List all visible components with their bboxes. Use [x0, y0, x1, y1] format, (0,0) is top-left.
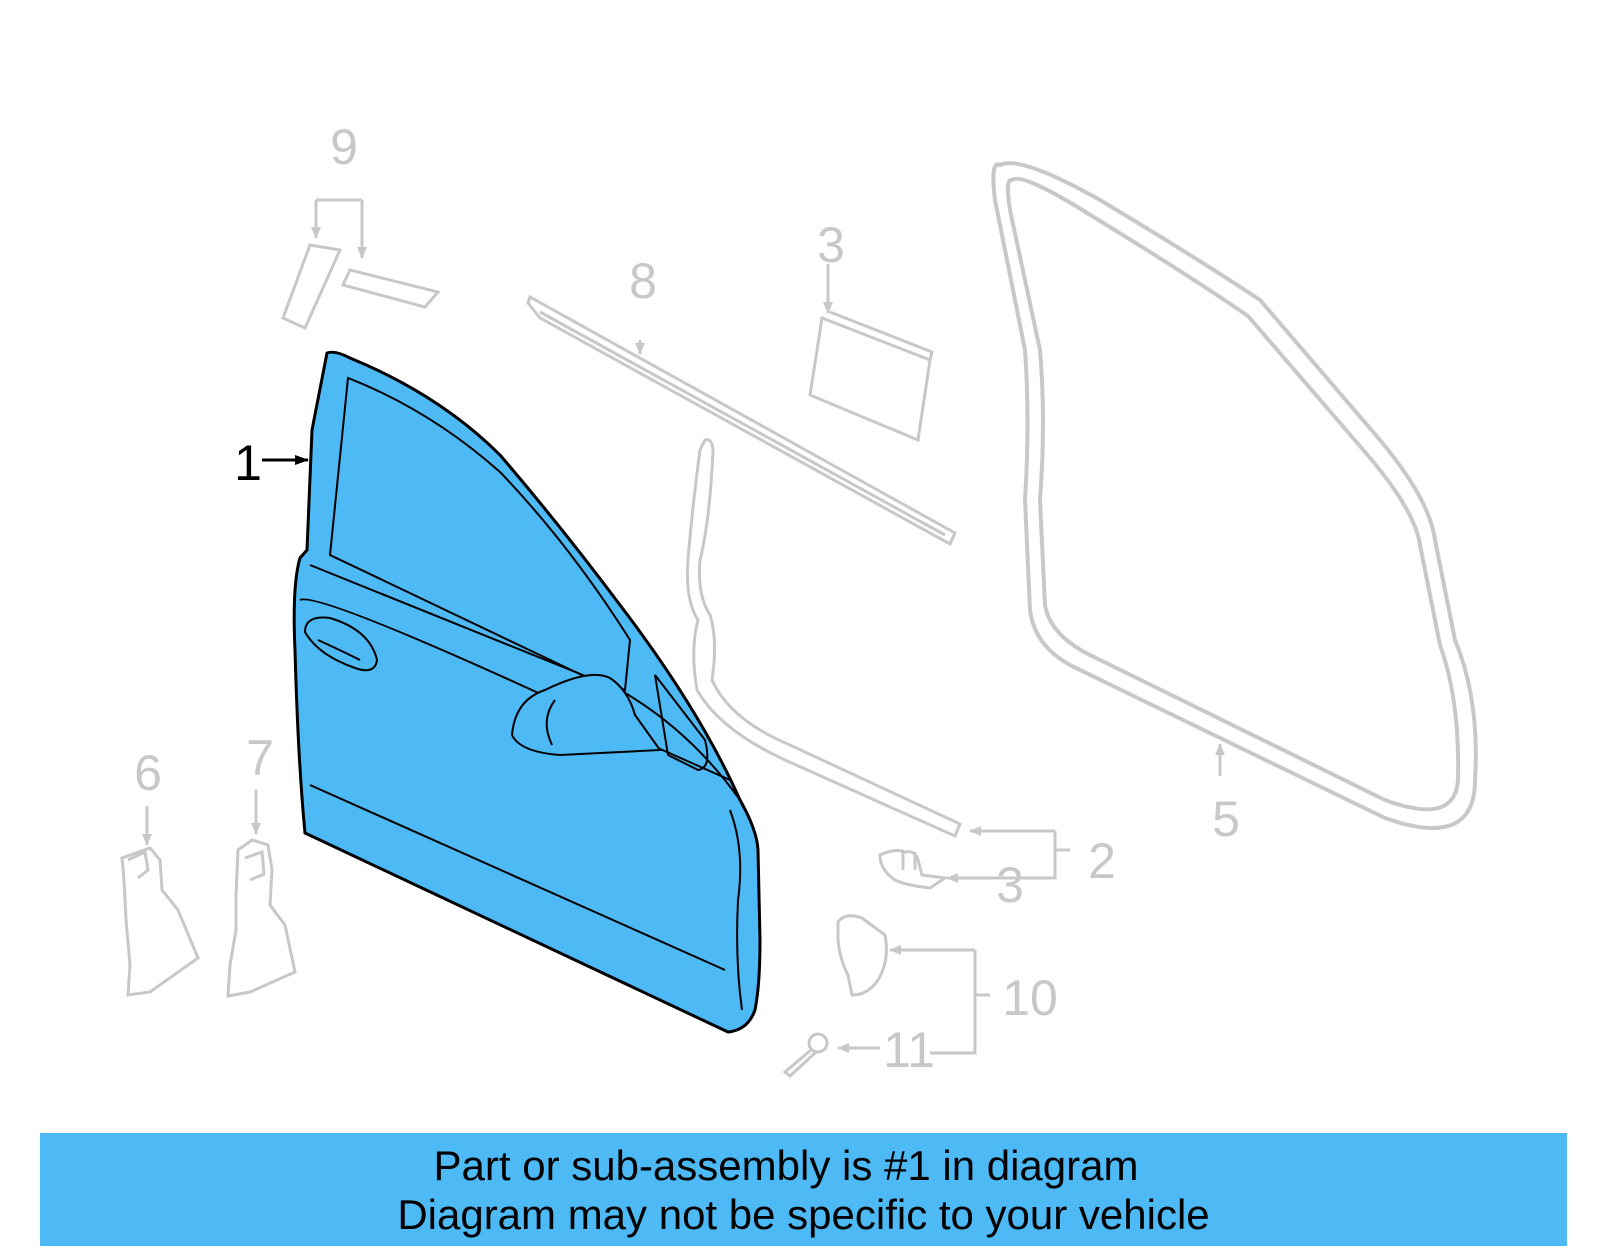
part-4-foam-pad[interactable] [808, 264, 934, 443]
part-7-bracket[interactable] [226, 790, 297, 998]
part-8-belt-molding[interactable] [526, 294, 957, 547]
callout-7: 7 [246, 730, 274, 786]
part-3-clip[interactable] [878, 849, 980, 890]
part-6-bracket[interactable] [120, 806, 200, 997]
callout-6: 6 [134, 745, 162, 801]
callout-9: 9 [330, 119, 358, 175]
callout-3: 3 [996, 857, 1024, 913]
info-banner: Part or sub-assembly is #1 in diagram Di… [40, 1133, 1567, 1246]
part-2-weatherstrip[interactable] [686, 438, 1070, 880]
part-10-bumper[interactable] [836, 914, 990, 1055]
part-5-door-seal[interactable] [991, 161, 1478, 830]
callout-5: 5 [1212, 791, 1240, 847]
banner-line-2: Diagram may not be specific to your vehi… [397, 1191, 1210, 1238]
banner-line-1: Part or sub-assembly is #1 in diagram [433, 1142, 1139, 1189]
part-1-door[interactable] [262, 350, 762, 1034]
callout-2: 2 [1088, 833, 1116, 889]
callout-1: 1 [234, 435, 262, 491]
callout-8: 8 [629, 253, 657, 309]
part-9-trim[interactable] [281, 198, 441, 330]
callout-10: 10 [1002, 970, 1058, 1026]
callout-11: 11 [883, 1022, 935, 1078]
callout-4: 3 [817, 217, 845, 273]
part-11-screw[interactable] [782, 1032, 880, 1078]
